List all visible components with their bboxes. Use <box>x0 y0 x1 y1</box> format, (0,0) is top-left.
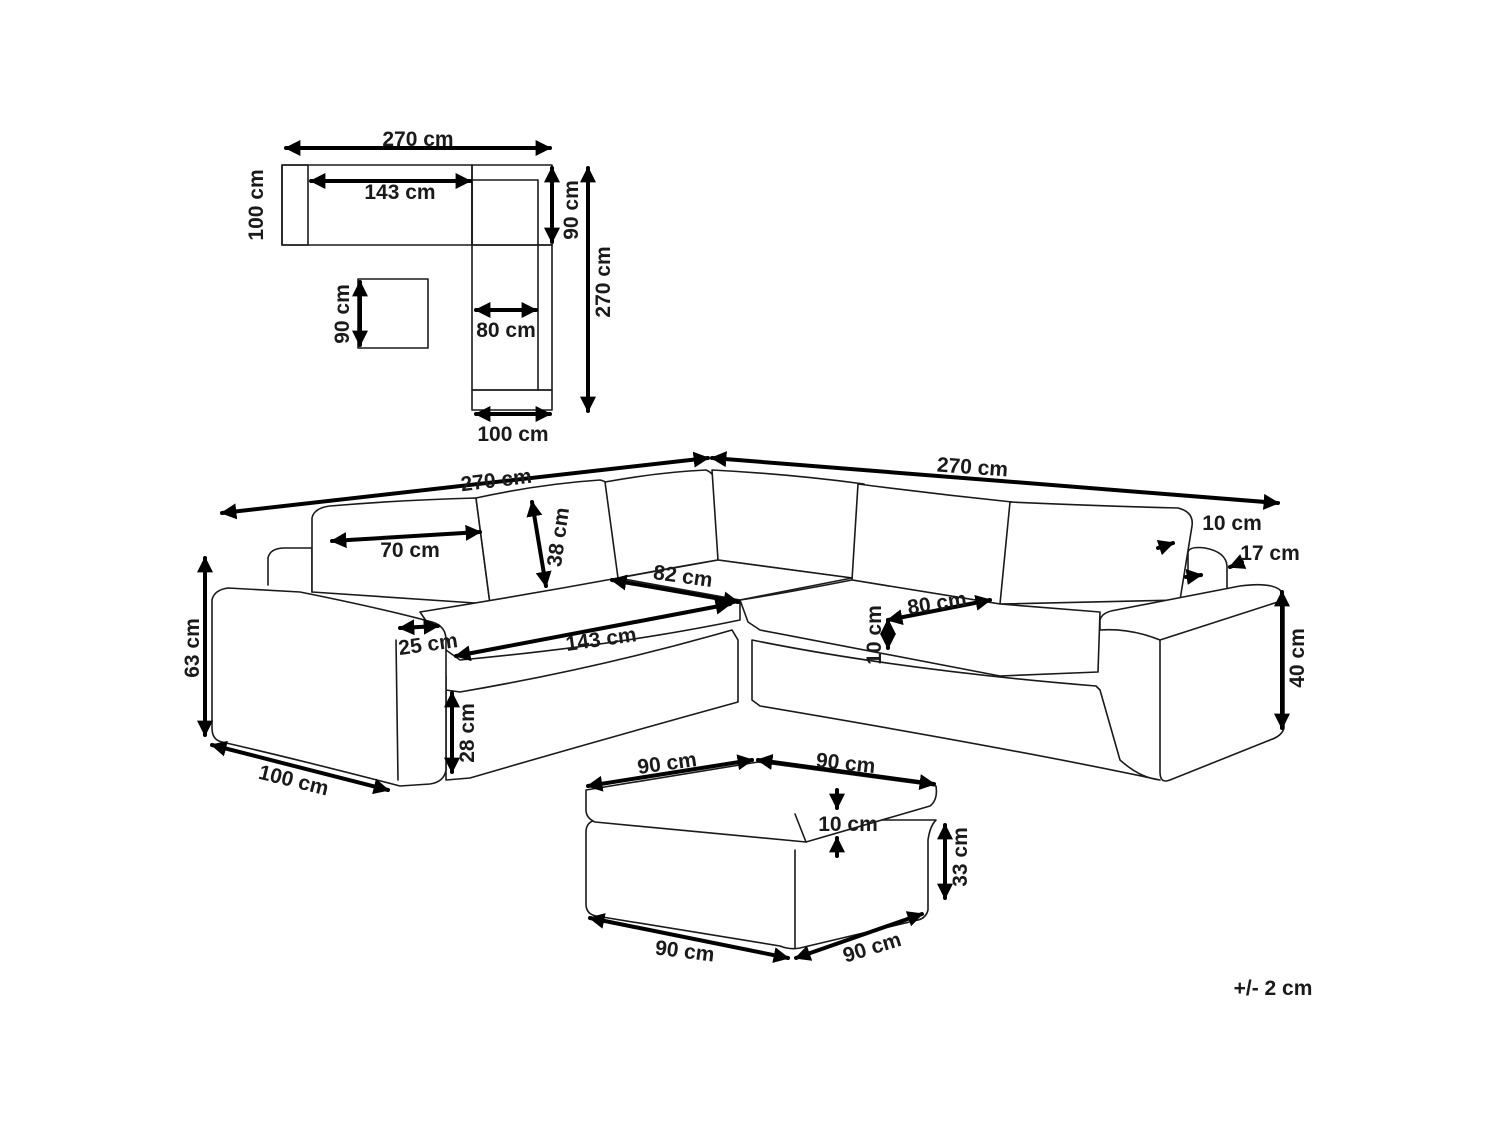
dim-arrow <box>1184 568 1203 585</box>
sofa-perspective: 270 cm 270 cm 70 cm 38 cm 82 cm 80 cm 10… <box>181 451 1309 800</box>
dim-arrow <box>886 594 992 626</box>
tolerance-note: +/- 2 cm <box>1234 977 1313 1000</box>
left-base <box>445 629 739 781</box>
arm-height-label: 40 cm <box>1286 628 1309 688</box>
dim-arrow <box>220 451 710 520</box>
plan-total-width-label: 270 cm <box>382 128 453 151</box>
dim-arrow <box>210 740 390 795</box>
plan-corner-depth-label: 90 cm <box>560 180 583 240</box>
plan-right-module <box>471 244 553 391</box>
plan-seat-depth-label: 80 cm <box>476 319 536 342</box>
cushion-thickness-label: 10 cm <box>863 605 886 665</box>
front-right-arm <box>1099 583 1285 782</box>
dim-arrow <box>398 618 440 636</box>
seat-height-label: 28 cm <box>456 703 479 763</box>
dim-arrow <box>330 524 482 549</box>
back-right-arm <box>1187 546 1228 589</box>
dim-arrow <box>586 754 754 792</box>
plan-corner-module <box>471 164 553 246</box>
ottoman-cushion-edge <box>794 813 807 843</box>
dim-arrow <box>794 911 924 961</box>
dim-arrow <box>454 598 732 662</box>
plan-total-length-label: 270 cm <box>592 246 615 317</box>
ottoman-height-label: 33 cm <box>949 827 972 887</box>
plan-right-arm <box>471 389 553 411</box>
right-base <box>751 639 1161 781</box>
ottoman-cushion-label: 10 cm <box>818 813 878 836</box>
dim-arrow <box>526 500 552 588</box>
sofa-right-length-label: 270 cm <box>936 454 1009 482</box>
front-left-arm <box>211 587 447 787</box>
plan-ottoman-depth-label: 90 cm <box>331 284 354 344</box>
back-left-arm <box>267 547 313 593</box>
front-left-arm-edge <box>395 639 399 781</box>
front-right-arm-edge <box>1159 599 1285 641</box>
plan-module-width-label: 100 cm <box>477 423 548 446</box>
dim-arrow <box>610 574 740 608</box>
dim-arrow <box>710 451 1280 510</box>
backrest-thickness-label: 10 cm <box>1202 512 1262 535</box>
armrest-top-label: 17 cm <box>1240 542 1300 565</box>
back-cushion-width-label: 70 cm <box>380 539 440 562</box>
plan-left-module <box>281 164 473 246</box>
dim-arrow <box>588 913 790 963</box>
plan-ottoman <box>357 278 429 349</box>
back-cushion-5 <box>999 501 1194 605</box>
plan-left-arm <box>281 164 309 246</box>
plan-corner-back <box>471 179 539 246</box>
dim-arrow <box>756 754 936 790</box>
seat-cushion-right <box>739 579 1101 677</box>
ottoman-perspective: 90 cm 90 cm 10 cm 33 cm 90 cm 90 cm <box>585 748 972 967</box>
dim-arrow <box>1228 554 1247 569</box>
plan-module-depth-label: 100 cm <box>245 169 268 240</box>
plan-view: 270 cm 143 cm 100 cm 90 cm 270 cm 90 cm … <box>245 128 615 446</box>
plan-seat-width-label: 143 cm <box>364 181 435 204</box>
sofa-height-label: 63 cm <box>181 618 204 678</box>
dim-arrow <box>1156 539 1175 556</box>
